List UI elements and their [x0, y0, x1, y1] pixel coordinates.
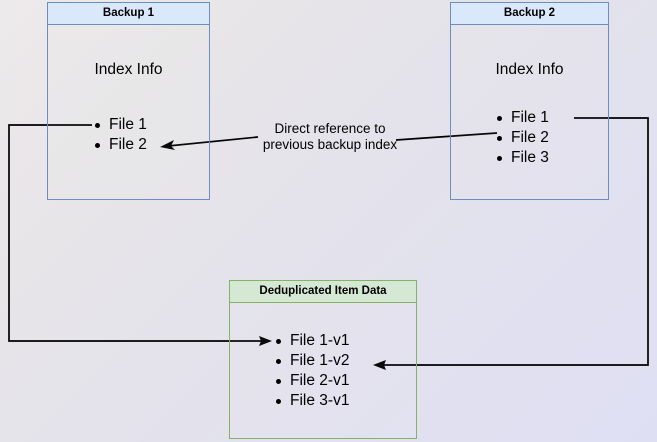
edge-path-right: [395, 132, 498, 141]
node-dedup-body: File 1-v1 File 1-v2 File 2-v1 File 3-v1: [230, 303, 416, 438]
node-backup2-header: Backup 2: [451, 3, 608, 25]
node-backup1-index-info-label: Index Info: [94, 61, 163, 78]
node-backup1[interactable]: Backup 1 Index Info File 1 File 2: [47, 2, 210, 200]
edge-path: [379, 117, 649, 366]
edge-path: [8, 124, 266, 342]
node-backup1-body: Index Info File 1 File 2: [48, 25, 209, 199]
edge-label-direct-reference: Direct reference to previous backup inde…: [244, 121, 416, 153]
node-dedup-file-list: File 1-v1 File 1-v2 File 2-v1 File 3-v1: [274, 331, 349, 411]
list-item: File 2: [495, 128, 549, 148]
list-item: File 2: [93, 135, 147, 155]
edge-backup2-to-backup1-direct-reference[interactable]: [160, 132, 498, 150]
node-deduplicated-item-data[interactable]: Deduplicated Item Data File 1-v1 File 1-…: [229, 280, 417, 439]
node-dedup-header: Deduplicated Item Data: [230, 281, 416, 303]
list-item: File 3: [495, 148, 549, 168]
node-backup2-index-info-label: Index Info: [495, 61, 564, 78]
edge-path-left: [167, 136, 259, 147]
edge-backup1-file1-to-dedup-file1v1[interactable]: [8, 124, 272, 346]
list-item: File 1-v1: [274, 331, 349, 351]
node-backup1-header: Backup 1: [48, 3, 209, 25]
edge-label-line-1: Direct reference to: [274, 121, 386, 136]
list-item: File 1-v2: [274, 351, 349, 371]
node-backup2-body: Index Info File 1 File 2 File 3: [451, 25, 608, 199]
node-backup2[interactable]: Backup 2 Index Info File 1 File 2 File 3: [450, 2, 609, 200]
list-item: File 3-v1: [274, 391, 349, 411]
node-backup2-file-list: File 1 File 2 File 3: [495, 108, 549, 168]
node-backup1-file-list: File 1 File 2: [93, 115, 147, 155]
list-item: File 2-v1: [274, 371, 349, 391]
edge-backup2-file1-to-dedup-file1v2[interactable]: [373, 117, 649, 370]
arrowhead-icon: [259, 336, 272, 346]
arrowhead-icon: [160, 140, 175, 150]
arrowhead-icon: [373, 360, 386, 370]
list-item: File 1: [93, 115, 147, 135]
edge-label-line-2: previous backup index: [262, 137, 398, 152]
list-item: File 1: [495, 108, 549, 128]
